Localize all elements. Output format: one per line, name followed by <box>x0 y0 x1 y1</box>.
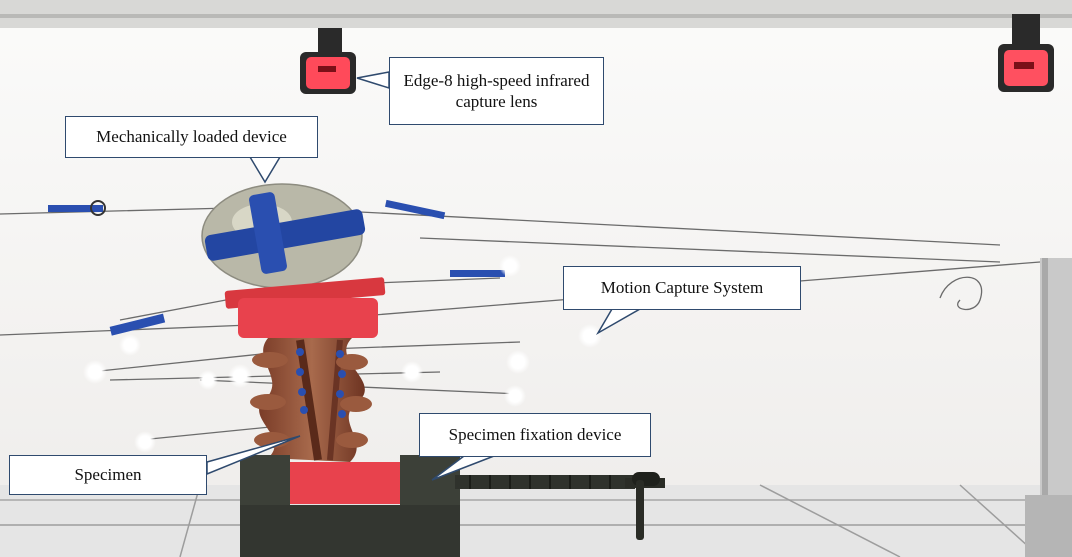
callout-fixation-device: Specimen fixation device <box>419 413 651 457</box>
floor <box>0 484 1072 557</box>
callout-specimen: Specimen <box>9 455 207 495</box>
right-stand <box>1025 258 1072 557</box>
callout-loading-device: Mechanically loaded device <box>65 116 318 158</box>
marker-wires <box>0 207 1041 441</box>
callout-motion-capture: Motion Capture System <box>563 266 801 310</box>
spine-specimen <box>250 338 372 462</box>
loading-plate <box>201 183 366 289</box>
camera-right-icon <box>998 14 1054 92</box>
callout-capture-lens: Edge-8 high-speed infrared capture lens <box>389 57 604 125</box>
camera-left-icon <box>300 28 356 94</box>
ceiling-rail <box>0 14 1072 18</box>
callout-pointers <box>206 71 643 481</box>
vise-fixation <box>240 455 665 557</box>
top-fixture <box>224 277 386 338</box>
